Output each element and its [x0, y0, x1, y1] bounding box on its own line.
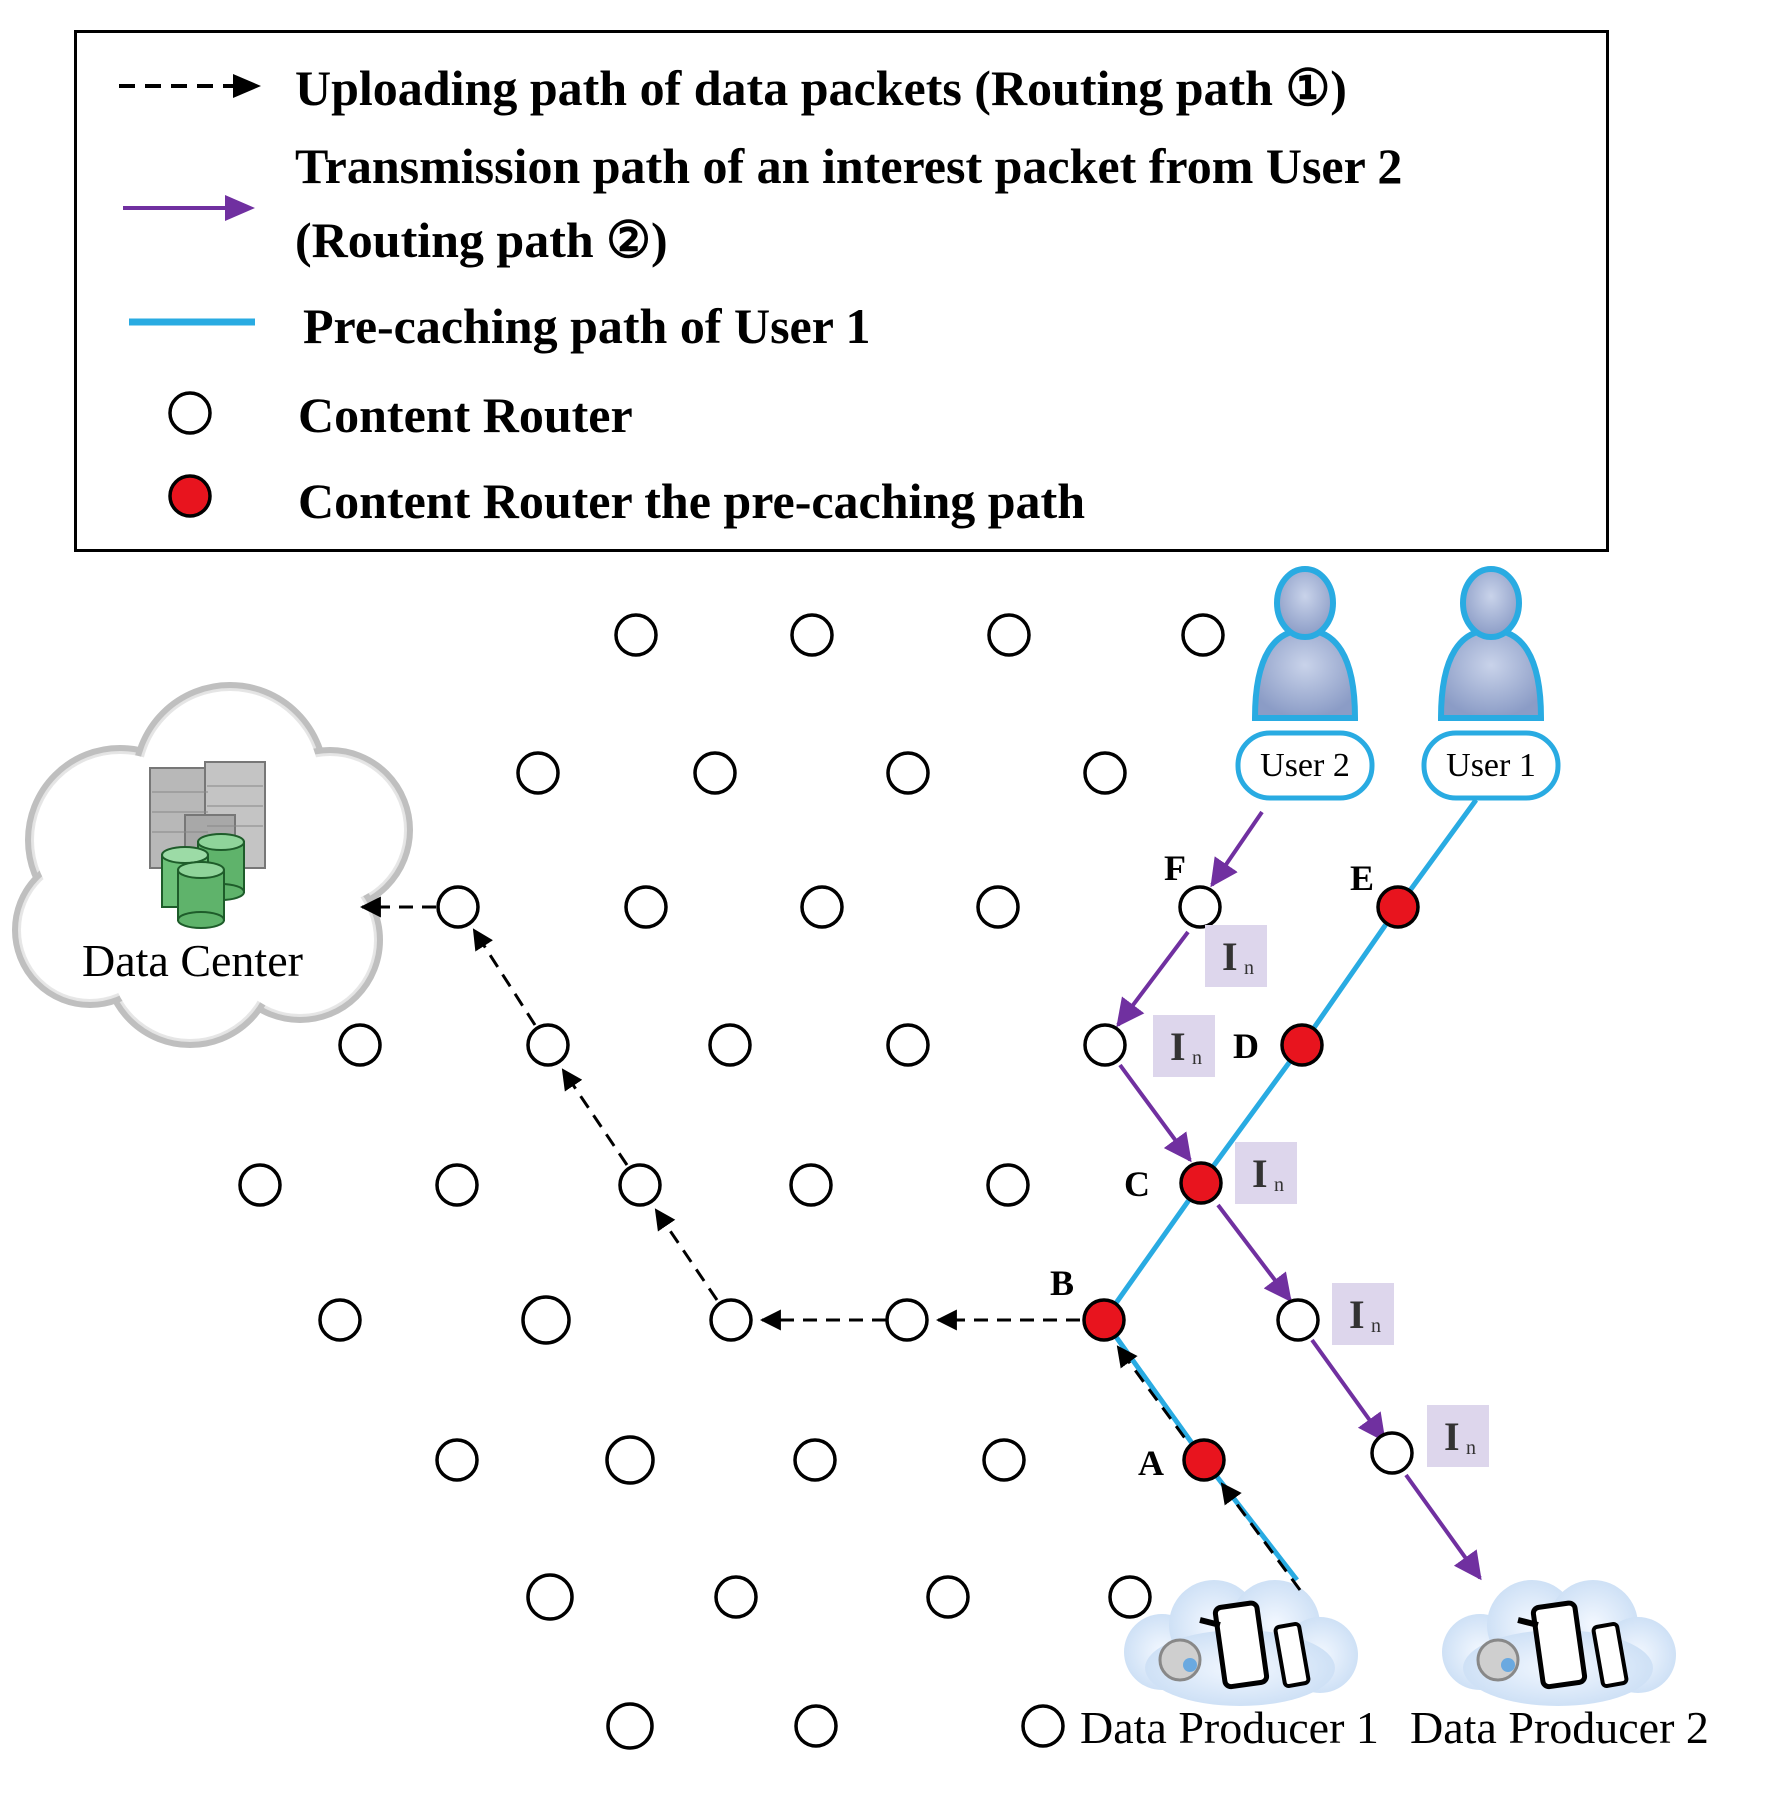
- node-label-f: F: [1164, 848, 1186, 888]
- device-icons-2: [1476, 1600, 1629, 1690]
- interest-tag: I n: [1205, 925, 1267, 987]
- red-circle-icon: [168, 474, 212, 518]
- router-b: [1082, 1298, 1126, 1342]
- svg-text:I: I: [1170, 1024, 1186, 1069]
- producer-2-label: Data Producer 2: [1410, 1702, 1709, 1753]
- interest-tag: I n: [1332, 1283, 1394, 1345]
- user-2-icon: [1251, 566, 1359, 721]
- interest-tag: I n: [1235, 1142, 1297, 1204]
- router-e: [1376, 885, 1420, 929]
- legend-upload-path: Uploading path of data packets (Routing …: [295, 60, 1347, 116]
- user-1-badge: [1421, 730, 1561, 801]
- interest-tags: I n I n I n I n I n: [1153, 925, 1489, 1467]
- database-icon: [161, 833, 245, 929]
- svg-text:n: n: [1371, 1315, 1381, 1337]
- svg-text:n: n: [1274, 1174, 1284, 1196]
- user-1-icon: [1437, 566, 1545, 721]
- node-label-e: E: [1350, 858, 1374, 898]
- data-center-cloud: [12, 682, 413, 1048]
- svg-text:I: I: [1222, 934, 1238, 979]
- blue-line-icon: [129, 318, 255, 326]
- node-label-a: A: [1138, 1443, 1164, 1483]
- interest-tag: I n: [1153, 1015, 1215, 1077]
- legend: Uploading path of data packets (Routing …: [74, 30, 1609, 552]
- node-label-b: B: [1050, 1263, 1074, 1303]
- router-c: [1179, 1161, 1223, 1205]
- router-d: [1280, 1023, 1324, 1067]
- precache-router-group: [1082, 885, 1420, 1482]
- legend-interest-path-1: Transmission path of an interest packet …: [295, 138, 1403, 194]
- node-label-c: C: [1124, 1164, 1150, 1204]
- interest-path: [1116, 810, 1482, 1581]
- svg-text:n: n: [1244, 957, 1254, 979]
- svg-text:I: I: [1444, 1414, 1460, 1459]
- content-router-grid: [238, 613, 1414, 1750]
- svg-text:I: I: [1252, 1151, 1268, 1196]
- interest-tag: I n: [1427, 1405, 1489, 1467]
- upload-path: [359, 896, 1302, 1591]
- user-2-label: User 2: [1260, 747, 1350, 784]
- legend-content-router-precache: Content Router the pre-caching path: [298, 473, 1086, 529]
- svg-text:I: I: [1349, 1292, 1365, 1337]
- node-label-d: D: [1233, 1026, 1259, 1066]
- legend-precache-path: Pre-caching path of User 1: [303, 298, 871, 354]
- producer-1-label: Data Producer 1: [1080, 1702, 1379, 1753]
- svg-text:n: n: [1466, 1437, 1476, 1459]
- legend-interest-path-2: (Routing path ②): [295, 212, 668, 268]
- legend-content-router: Content Router: [298, 387, 633, 443]
- svg-text:n: n: [1192, 1047, 1202, 1069]
- device-icons-1: [1158, 1600, 1311, 1690]
- dashed-arrow-icon: [119, 74, 261, 98]
- white-circle-icon: [168, 391, 212, 435]
- router-a: [1182, 1438, 1226, 1482]
- user-1-label: User 1: [1446, 747, 1536, 784]
- user-2-badge: [1235, 730, 1375, 801]
- purple-arrow-icon: [123, 195, 255, 221]
- data-center-label: Data Center: [82, 935, 303, 986]
